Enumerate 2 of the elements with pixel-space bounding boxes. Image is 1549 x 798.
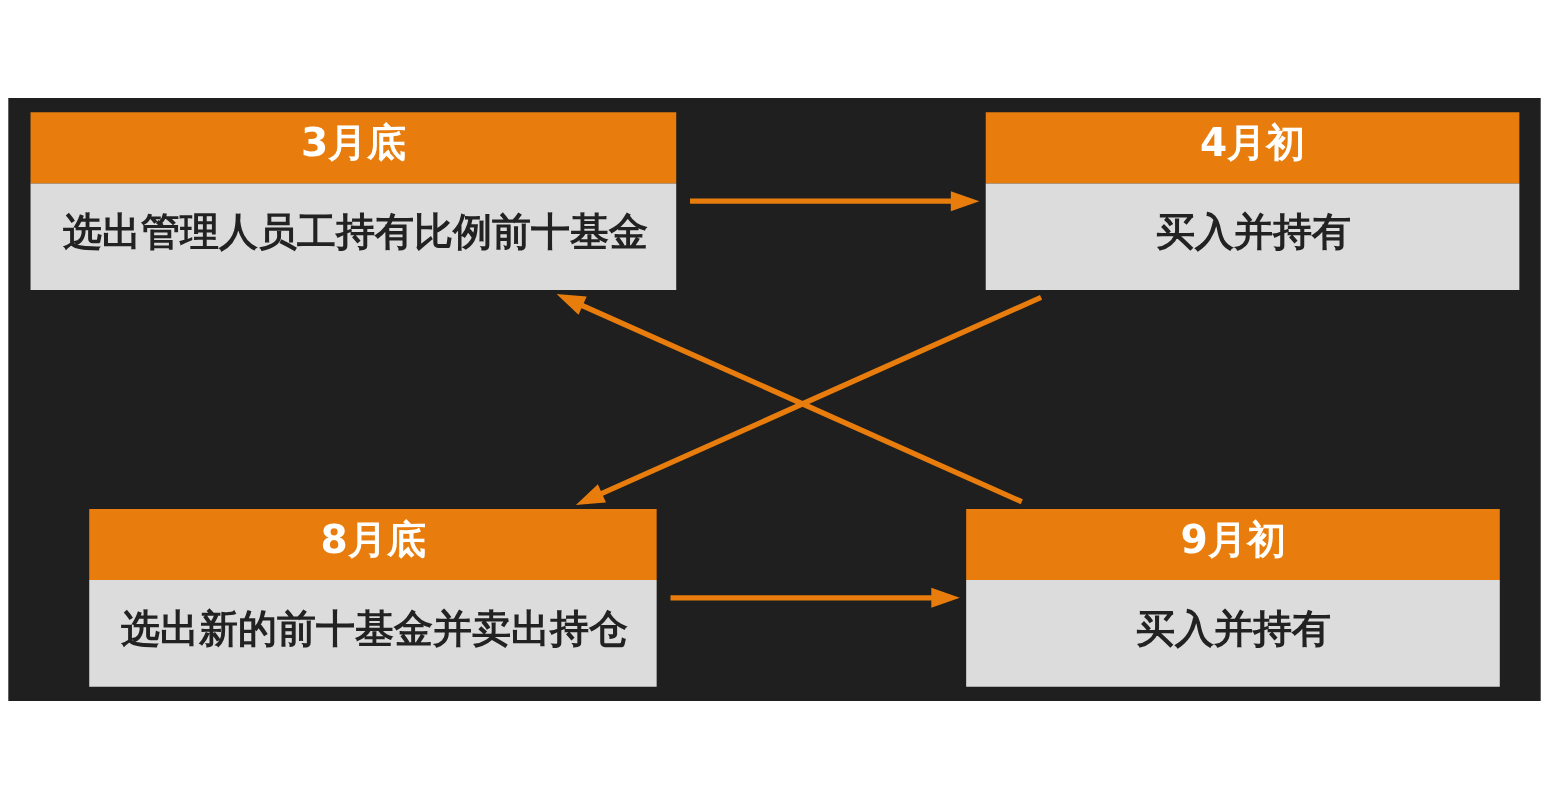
arrow [670, 587, 960, 608]
arrow [690, 190, 980, 211]
